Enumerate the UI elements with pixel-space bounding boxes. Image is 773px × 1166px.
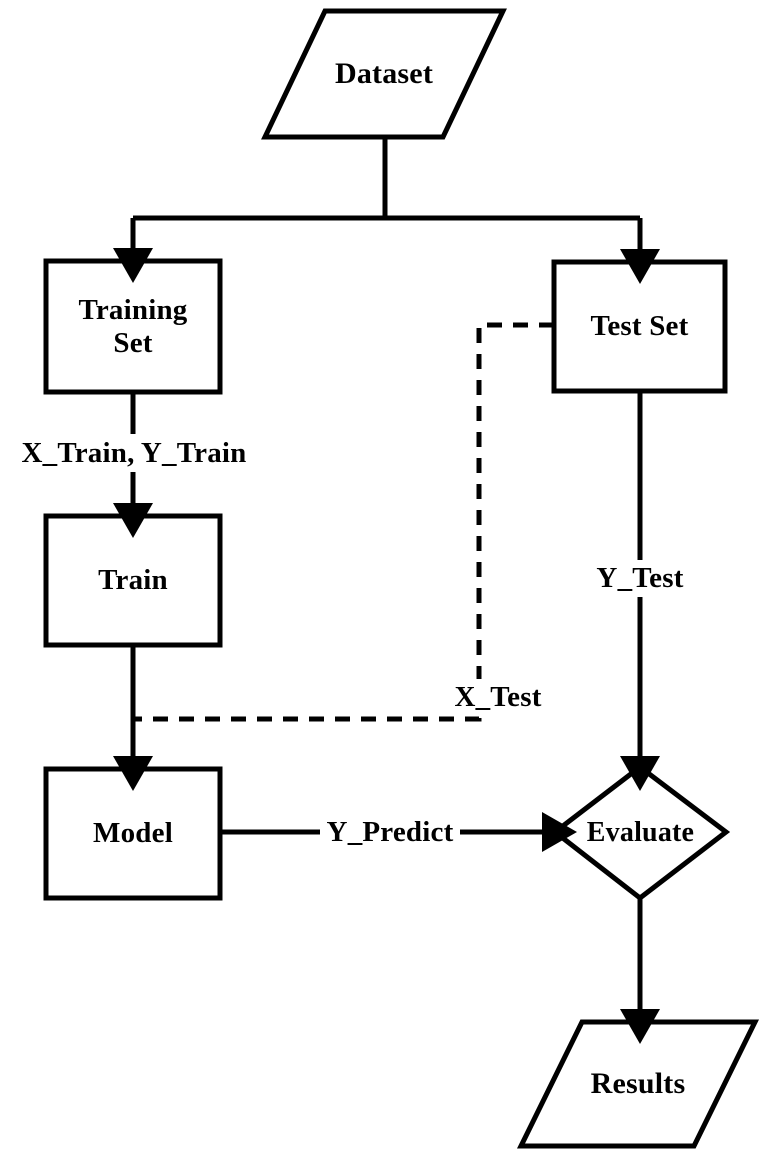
edge-label-y-predict: Y_Predict xyxy=(320,814,460,851)
edge-label-y-test-text: Y_Test xyxy=(596,562,684,594)
edge-test-set-to-model-dashed xyxy=(133,322,554,722)
node-train-shape xyxy=(43,513,223,648)
edge-label-x-test: X_Test xyxy=(454,679,541,715)
edge-label-x-test-text: X_Test xyxy=(454,680,542,713)
node-training-set-shape xyxy=(43,258,223,395)
node-model-shape xyxy=(43,766,223,901)
node-evaluate-shape xyxy=(550,763,731,902)
node-results-shape xyxy=(516,1019,760,1149)
edge-label-y-predict-text: Y_Predict xyxy=(326,816,454,848)
edge-label-x-train-y-train-text: X_Train, Y_Train xyxy=(21,436,247,469)
node-dataset-shape xyxy=(261,8,507,140)
edge-label-y-test: Y_Test xyxy=(594,560,686,597)
edge-label-x-train-y-train: X_Train, Y_Train xyxy=(14,434,254,472)
node-test-set-shape xyxy=(551,259,728,394)
